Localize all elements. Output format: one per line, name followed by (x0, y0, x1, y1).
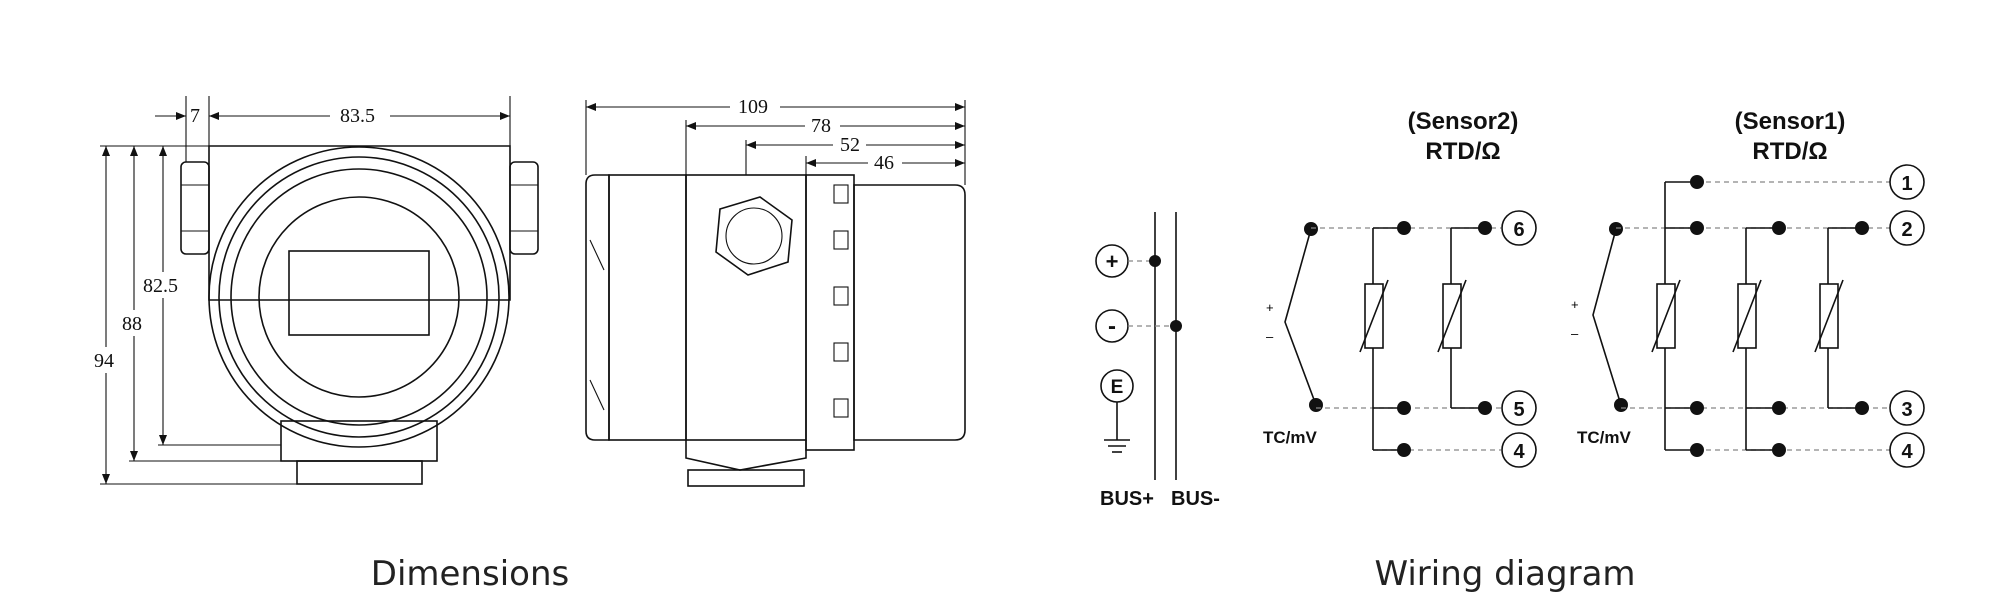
svg-text:2: 2 (1901, 219, 1912, 241)
sensor1-terminal-1 (1889, 164, 1925, 200)
sensor2-subtitle: RTD/Ω (1425, 138, 1500, 165)
front-lid (853, 184, 966, 441)
sensor2-title: (Sensor2) (1408, 108, 1519, 135)
left-gland (180, 161, 210, 255)
rear-lid-ring (608, 174, 687, 441)
sensor2-terminal-4 (1501, 432, 1537, 468)
sensor1-terminal-4 (1889, 432, 1925, 468)
dim-94: 94 (94, 350, 114, 372)
svg-text:6: 6 (1513, 219, 1524, 241)
dim-83-5: 83.5 (340, 105, 375, 127)
front-view: 7 83.5 82.5 88 94 (93, 96, 539, 485)
svg-text:5: 5 (1513, 399, 1524, 421)
center-body (685, 174, 807, 441)
base-fitting (296, 460, 423, 485)
dimensions-caption: Dimensions (371, 554, 569, 594)
dim-109: 109 (738, 96, 768, 118)
bus-section: + - E BUS+ BUS- (1095, 212, 1220, 510)
window-ring (258, 196, 460, 398)
side-view: 109 78 52 46 (585, 96, 966, 487)
rear-lid (585, 174, 610, 441)
sensor2-tc-label: TC/mV (1263, 428, 1318, 447)
sensor2-thermocouple (1284, 228, 1317, 406)
svg-text:4: 4 (1513, 441, 1525, 463)
sensor1-terminal-2 (1889, 210, 1925, 246)
dim-52: 52 (840, 134, 860, 156)
sensor2-terminal-5 (1501, 390, 1537, 426)
sensor2-terminal-6 (1501, 210, 1537, 246)
lid-outer-ring (208, 146, 510, 448)
bus-plus-label: BUS+ (1100, 488, 1154, 510)
svg-text:+: + (1266, 300, 1274, 315)
svg-text:3: 3 (1901, 399, 1912, 421)
display-window (288, 250, 430, 336)
svg-text:–: – (1571, 326, 1579, 341)
dim-82-5: 82.5 (143, 275, 178, 297)
neck (280, 420, 438, 462)
svg-text:1: 1 (1901, 173, 1912, 195)
svg-text:–: – (1266, 329, 1274, 344)
sensor1-title: (Sensor1) (1735, 108, 1846, 135)
front-lid-ring (805, 174, 855, 451)
dim-88: 88 (122, 313, 142, 335)
svg-text:4: 4 (1901, 441, 1913, 463)
sensor1-subtitle: RTD/Ω (1752, 138, 1827, 165)
svg-text:E: E (1111, 377, 1124, 398)
sensor2-section: (Sensor2) RTD/Ω + – TC/mV 6 5 (1263, 108, 1537, 468)
housing-body (208, 145, 511, 301)
sensor1-thermocouple (1592, 228, 1622, 406)
svg-text:-: - (1108, 313, 1116, 340)
dim-46: 46 (874, 152, 894, 174)
svg-text:+: + (1571, 297, 1579, 312)
center-neck (685, 440, 807, 471)
sensor1-section: (Sensor1) RTD/Ω + – TC/mV (1571, 108, 1925, 468)
gland-hex (715, 196, 793, 276)
bus-minus-label: BUS- (1171, 488, 1220, 510)
sensor1-terminal-3 (1889, 390, 1925, 426)
side-base (687, 469, 805, 487)
right-gland (509, 161, 539, 255)
dim-7: 7 (190, 105, 200, 127)
sensor1-tc-label: TC/mV (1577, 428, 1632, 447)
svg-text:+: + (1106, 249, 1119, 274)
dim-78: 78 (811, 115, 831, 137)
wiring-caption: Wiring diagram (1374, 554, 1635, 594)
